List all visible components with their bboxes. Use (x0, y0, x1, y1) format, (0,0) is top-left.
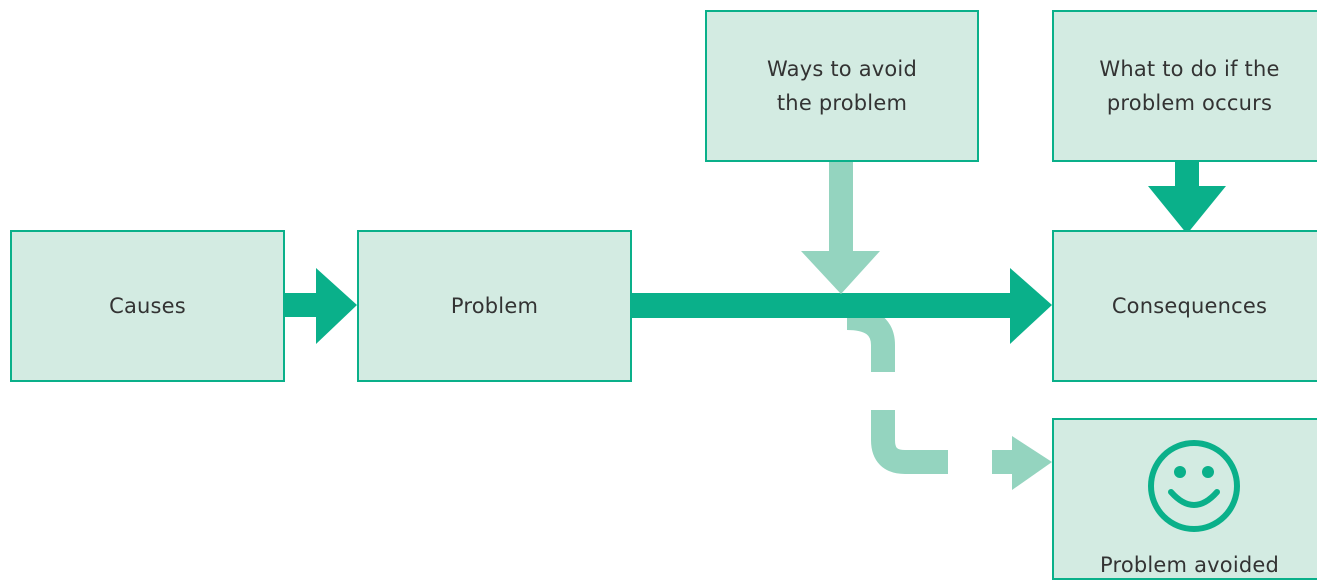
node-problem-avoided-label: Problem avoided (1099, 553, 1280, 577)
branch-segment-1 (846, 306, 895, 372)
node-what-to-do: What to do if the problem occurs (1052, 10, 1317, 162)
arrow-branch-to-problem-avoided (846, 306, 1012, 474)
arrow-causes-to-problem (285, 268, 357, 344)
node-causes: Causes (10, 230, 285, 382)
node-problem: Problem (357, 230, 632, 382)
node-what-to-do-label: What to do if the problem occurs (1099, 57, 1280, 115)
node-problem-label: Problem (450, 294, 539, 318)
smiley-icon (1148, 440, 1240, 532)
node-causes-label: Causes (109, 294, 186, 318)
branch-segment-2 (871, 410, 948, 474)
problem-flow-diagram (285, 162, 1226, 490)
arrow-ways-to-avoid (801, 162, 880, 294)
node-consequences-label: Consequences (1111, 294, 1268, 318)
node-consequences: Consequences (1052, 230, 1317, 382)
node-problem-avoided: Problem avoided (1052, 418, 1317, 580)
arrow-head-problem-avoided (1012, 436, 1052, 490)
node-ways-to-avoid-label: Ways to avoid the problem (767, 57, 917, 115)
arrow-problem-to-consequences (632, 268, 1052, 344)
node-ways-to-avoid: Ways to avoid the problem (705, 10, 979, 162)
arrow-what-to-do-to-consequences (1148, 162, 1226, 234)
